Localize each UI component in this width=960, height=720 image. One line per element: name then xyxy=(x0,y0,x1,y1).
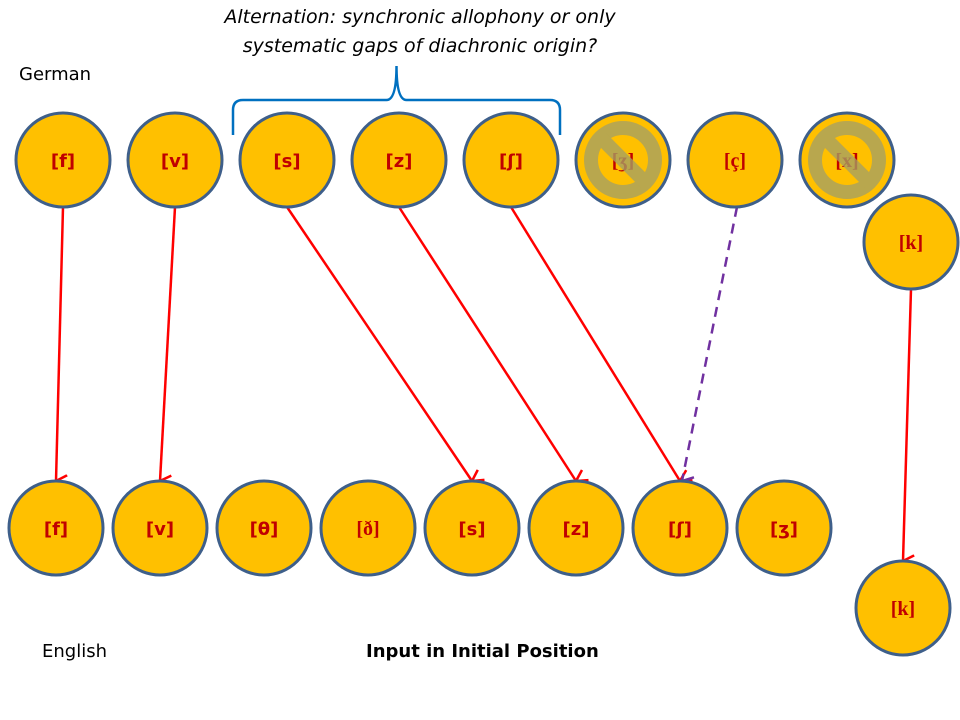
mapping-arrow-g-k-to-e-k xyxy=(903,288,911,561)
phoneme-label: [s] xyxy=(273,151,300,172)
phoneme-node-e-sh: [ʃ] xyxy=(631,479,729,577)
phoneme-label: [z] xyxy=(386,151,413,172)
node-circle xyxy=(862,193,960,291)
node-circle xyxy=(319,479,417,577)
mapping-arrow-g-s-to-e-s xyxy=(285,206,472,481)
phoneme-node-g-v: [v] xyxy=(126,111,224,209)
phoneme-label: [ʒ] xyxy=(770,519,798,540)
phoneme-node-g-c: [ç] xyxy=(686,111,784,209)
phoneme-label: [ʃ] xyxy=(668,519,692,540)
phoneme-label: [v] xyxy=(146,519,174,540)
node-circle xyxy=(527,479,625,577)
node-circle xyxy=(14,111,112,209)
phoneme-label: [ç] xyxy=(724,150,746,172)
phoneme-label: [ð] xyxy=(356,518,379,540)
phoneme-node-e-zh: [ʒ] xyxy=(735,479,833,577)
phoneme-node-e-f: [f] xyxy=(7,479,105,577)
phoneme-label: [θ] xyxy=(250,519,279,540)
alternation-brace xyxy=(231,65,562,135)
question-line-2: systematic gaps of diachronic origin? xyxy=(242,35,598,57)
phoneme-node-g-x: [x] xyxy=(798,111,896,209)
prohibited-icon xyxy=(808,121,886,199)
node-circle xyxy=(735,479,833,577)
prohibited-icon xyxy=(584,121,662,199)
node-circle xyxy=(462,111,560,209)
node-circle xyxy=(215,479,313,577)
phoneme-node-e-s: [s] xyxy=(423,479,521,577)
phoneme-node-g-zh: [ʒ] xyxy=(574,111,672,209)
question-line-1: Alternation: synchronic allophony or onl… xyxy=(224,6,616,28)
phoneme-label: [v] xyxy=(161,151,189,172)
phoneme-node-g-k: [k] xyxy=(862,193,960,291)
phoneme-nodes: [f] [v] [s] [z] [ʃ] [ʒ] [ç] [x] [k] [f] [v] [θ] [ð] [… xyxy=(7,111,960,657)
mapping-arrow-g-v-to-e-v xyxy=(160,206,177,481)
phoneme-label: [k] xyxy=(899,232,923,254)
node-circle xyxy=(350,111,448,209)
node-circle xyxy=(126,111,224,209)
node-circle xyxy=(686,111,784,209)
mapping-arrow-g-sh-to-e-sh xyxy=(509,206,680,481)
phoneme-node-g-sh: [ʃ] xyxy=(462,111,560,209)
curly-brace xyxy=(231,65,562,135)
phoneme-node-e-th: [θ] xyxy=(215,479,313,577)
node-circle xyxy=(238,111,336,209)
german-label: German xyxy=(19,64,92,85)
phoneme-label: [k] xyxy=(891,598,915,620)
phoneme-label: [f] xyxy=(44,519,68,540)
alternation-question: Alternation: synchronic allophony or onl… xyxy=(150,3,690,61)
phoneme-node-g-f: [f] xyxy=(14,111,112,209)
mapping-arrow-g-c-to-e-sh xyxy=(682,206,739,481)
diagram-caption: Input in Initial Position xyxy=(366,641,599,662)
phoneme-label: [z] xyxy=(563,519,590,540)
node-circle xyxy=(854,559,952,657)
phoneme-node-g-s: [s] xyxy=(238,111,336,209)
phoneme-label: [f] xyxy=(51,151,75,172)
phoneme-label: [ʃ] xyxy=(499,151,523,172)
node-circle xyxy=(7,479,105,577)
phoneme-label: [s] xyxy=(458,519,485,540)
node-circle xyxy=(111,479,209,577)
node-circle xyxy=(423,479,521,577)
mapping-arrow-g-z-to-e-z xyxy=(397,206,576,481)
phoneme-node-e-z: [z] xyxy=(527,479,625,577)
mapping-arrow-g-f-to-e-f xyxy=(56,206,63,481)
mapping-arrows xyxy=(56,206,911,561)
phoneme-node-e-dh: [ð] xyxy=(319,479,417,577)
node-circle xyxy=(631,479,729,577)
english-label: English xyxy=(42,641,107,662)
phoneme-node-g-z: [z] xyxy=(350,111,448,209)
phoneme-node-e-k: [k] xyxy=(854,559,952,657)
phoneme-node-e-v: [v] xyxy=(111,479,209,577)
